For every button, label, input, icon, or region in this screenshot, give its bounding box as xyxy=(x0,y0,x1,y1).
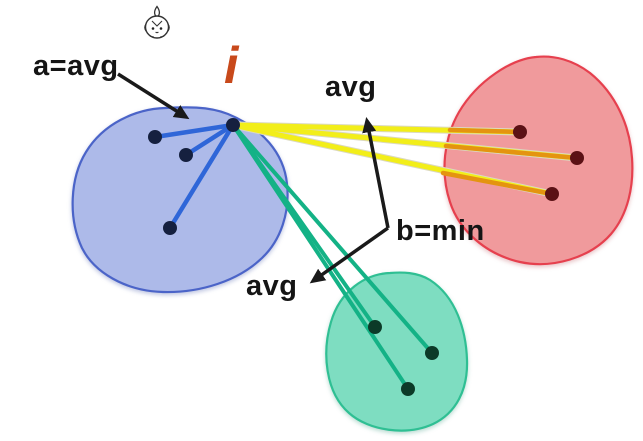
annotation-arrows xyxy=(117,72,390,284)
intra-cluster-a-line xyxy=(167,122,236,231)
mascot-head xyxy=(144,15,170,39)
red-cluster-point xyxy=(570,151,584,165)
green-cluster-point xyxy=(425,346,439,360)
mascot-bangs xyxy=(151,20,163,27)
label-avg-top: avg xyxy=(325,71,377,103)
avg-to-red-orange-line xyxy=(447,127,523,135)
label-avg-bottom: avg xyxy=(246,270,298,302)
mascot-eye-left xyxy=(151,27,155,30)
blue-cluster-point xyxy=(226,118,240,132)
mascot-ear-right xyxy=(167,23,170,32)
intra-cluster-a-line xyxy=(183,122,236,158)
avg-to-red-orange-line xyxy=(440,170,555,197)
mascot-eye-right xyxy=(159,27,163,30)
blue-cluster-point xyxy=(148,130,162,144)
red-cluster-point xyxy=(513,125,527,139)
distance-lines xyxy=(152,121,581,391)
mascot-hand-right xyxy=(160,35,165,38)
avg-to-green-line xyxy=(231,123,434,355)
intra-cluster-a-line xyxy=(152,122,236,140)
label-point-i: i xyxy=(224,37,239,95)
mascot-mouth xyxy=(155,31,159,34)
blue-cluster-point xyxy=(163,221,177,235)
a-avg-arrow xyxy=(117,72,190,120)
data-points xyxy=(148,118,584,396)
red-cluster-blob xyxy=(443,55,634,266)
red-cluster-point xyxy=(545,187,559,201)
label-a-avg: a=avg xyxy=(33,50,119,82)
blue-cluster-point xyxy=(179,148,193,162)
green-cluster-point xyxy=(368,320,382,334)
b-min-arrow-down xyxy=(309,226,390,284)
mascot-ear-left xyxy=(144,23,147,32)
b-min-arrow-up xyxy=(362,117,390,229)
green-cluster-point xyxy=(401,382,415,396)
mascot-hand-left xyxy=(149,35,154,38)
green-cluster-blob xyxy=(325,271,469,432)
avg-to-red-orange-line xyxy=(443,143,580,161)
avg-to-green-line xyxy=(231,123,410,391)
label-b-min: b=min xyxy=(396,215,485,247)
mascot-icon xyxy=(144,5,170,39)
